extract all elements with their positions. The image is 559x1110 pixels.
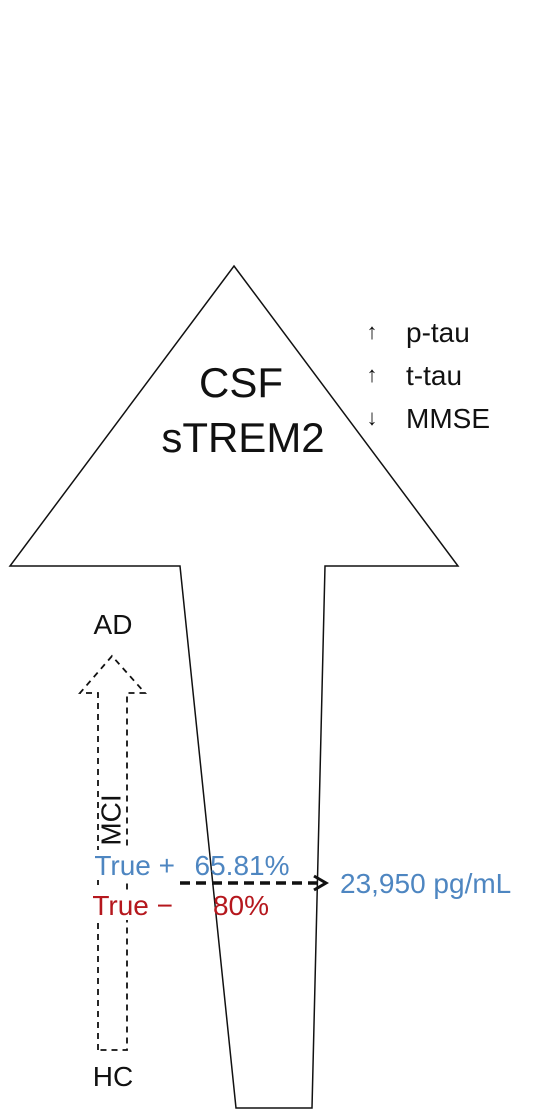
elderly-cane-icon [242, 15, 298, 114]
elderly-cane-icon [152, 98, 208, 197]
label-backdrop [80, 890, 175, 920]
person-standing-icon [302, 166, 344, 265]
elderly-cane-icon [116, 171, 172, 270]
person-standing-icon [245, 166, 287, 265]
arrow-head-icon [313, 874, 329, 892]
main-arrow-outline [8, 264, 460, 1109]
person-standing-icon [190, 166, 232, 265]
center-title-line2: sTREM2 [161, 414, 324, 461]
up-arrow-icon: ↑ [367, 362, 378, 387]
person-standing-icon [274, 89, 316, 188]
true-negative-label: True − [92, 890, 173, 921]
effects-list: ↑ p-tau ↑ t-tau ↓ MMSE [367, 317, 491, 434]
center-title-line1: CSF [199, 359, 283, 406]
effect-label: MMSE [406, 403, 490, 434]
person-standing-icon [217, 89, 259, 188]
true-negative-value: 80% [213, 890, 269, 921]
label-backdrop [70, 850, 175, 880]
up-arrow-icon: ↑ [367, 319, 378, 344]
effect-label: t-tau [406, 360, 462, 391]
person-standing-icon [196, 13, 238, 112]
down-arrow-icon: ↓ [367, 405, 378, 430]
crowd-of-people [116, 13, 344, 270]
stage-label-mci: MCI [95, 794, 126, 845]
effect-label: p-tau [406, 317, 470, 348]
true-positive-value: 65.81% [195, 850, 290, 881]
stage-label-ad: AD [94, 609, 133, 640]
stage-label-hc: HC [93, 1061, 133, 1092]
cutoff-value: 23,950 pg/mL [340, 868, 511, 899]
true-positive-label: True + [94, 850, 175, 881]
